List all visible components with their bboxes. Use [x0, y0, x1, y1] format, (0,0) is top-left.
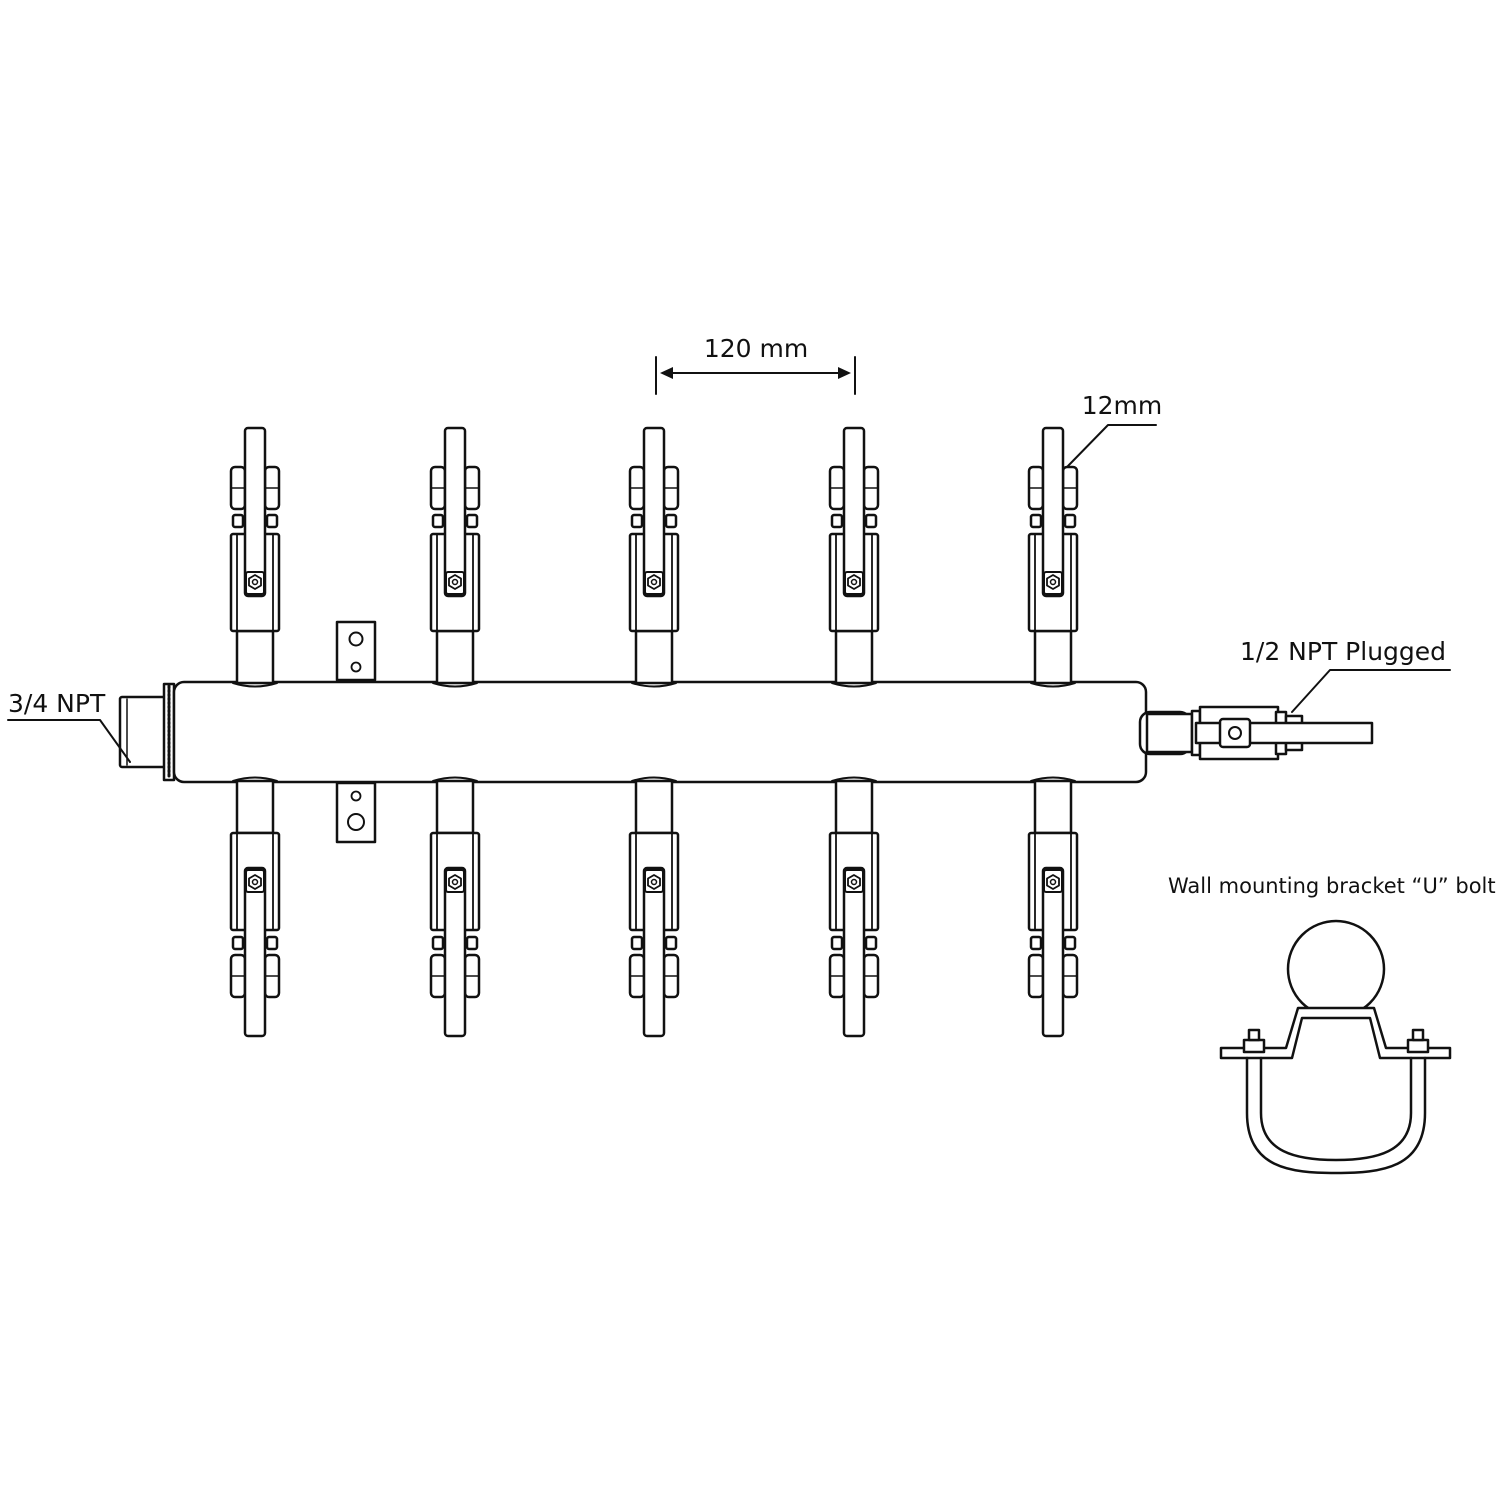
valve-array	[229, 426, 1079, 1038]
outlet-label: 1/2 NPT Plugged	[1240, 637, 1446, 666]
outlet-leader	[1291, 669, 1451, 713]
top-valve-1	[229, 426, 281, 688]
top-valve-3	[628, 426, 680, 688]
inlet-leader	[7, 719, 131, 763]
manifold-body	[172, 680, 1148, 784]
bracket-plate-bottom	[335, 781, 377, 844]
bottom-valve-5	[1027, 776, 1079, 1038]
u-bolt-illustration	[1219, 919, 1452, 1175]
plugged-outlet	[1138, 705, 1374, 761]
top-valve-4	[828, 426, 880, 688]
bottom-valve-2	[429, 776, 481, 1038]
top-valve-5	[1027, 426, 1079, 688]
bottom-valve-4	[828, 776, 880, 1038]
bracket-plate-top	[335, 620, 377, 682]
inlet-label: 3/4 NPT	[8, 689, 106, 718]
bottom-valve-3	[628, 776, 680, 1038]
spacing-label: 120 mm	[704, 334, 808, 363]
spacing-dimension	[655, 356, 856, 395]
bracket-label: Wall mounting bracket “U” bolt	[1168, 874, 1496, 898]
bottom-valve-1	[229, 776, 281, 1038]
inlet-fitting	[118, 682, 176, 782]
tube-size-label: 12mm	[1082, 391, 1163, 420]
tube-leader	[1066, 424, 1157, 468]
top-valve-2	[429, 426, 481, 688]
